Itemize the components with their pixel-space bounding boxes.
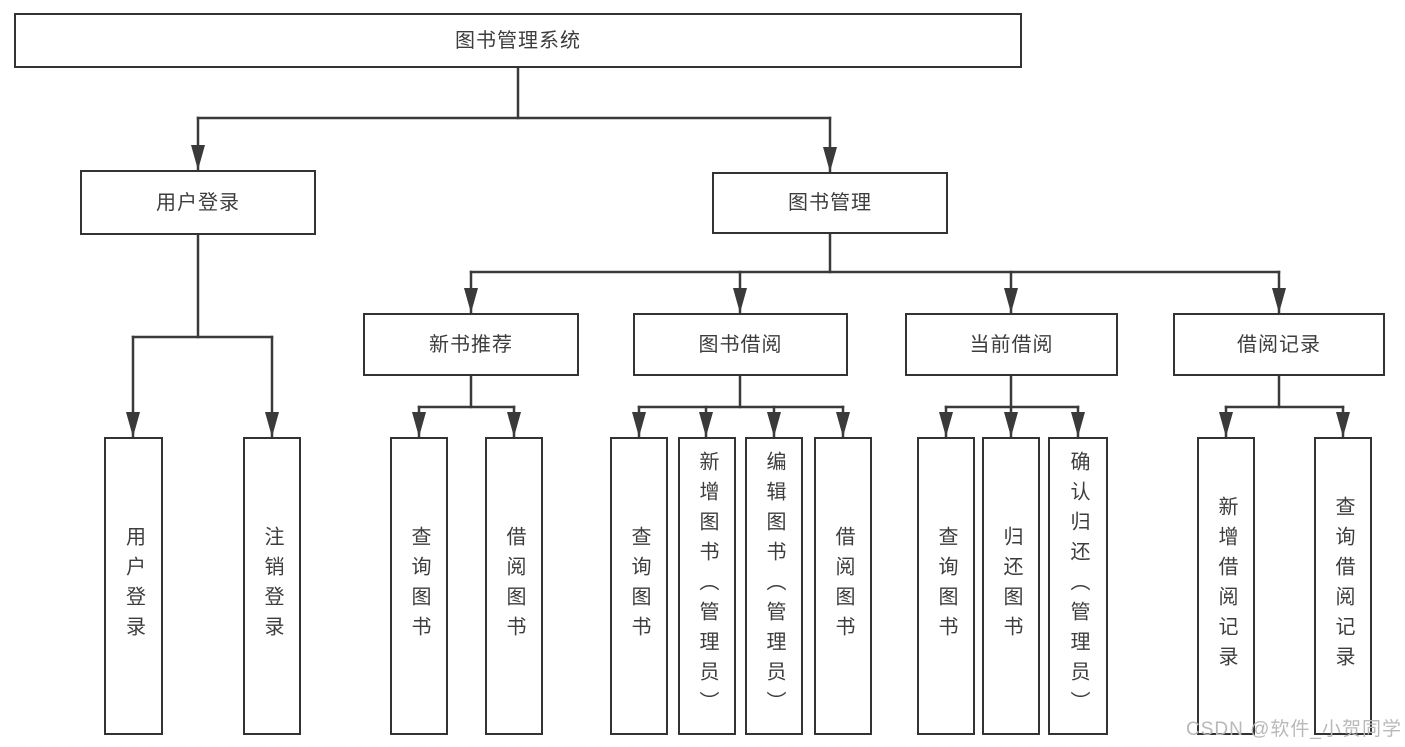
node-borrowing-records: 借阅记录 <box>1173 313 1385 376</box>
watermark: CSDN @软件_小贺同学 <box>1186 719 1402 740</box>
node-label: 图书管理 <box>788 192 872 214</box>
leaf-add-borrow-record: 新增借阅记录 <box>1197 437 1255 735</box>
leaf-confirm-return-admin: 确认归还（管理员） <box>1048 437 1108 735</box>
node-label: 图书管理系统 <box>455 29 581 52</box>
node-label: 借阅记录 <box>1237 333 1321 356</box>
leaf-label: 借阅图书 <box>832 526 854 646</box>
leaf-borrow-books-1: 借阅图书 <box>485 437 543 735</box>
leaf-edit-book-admin: 编辑图书（管理员） <box>745 437 803 735</box>
node-new-book-recommend: 新书推荐 <box>363 313 579 376</box>
node-label: 用户登录 <box>156 191 240 214</box>
node-label: 当前借阅 <box>969 333 1054 356</box>
leaf-label: 借阅图书 <box>503 526 525 646</box>
leaf-label: 查询图书 <box>628 526 650 646</box>
leaf-query-borrow-record: 查询借阅记录 <box>1314 437 1372 735</box>
leaf-label: 查询图书 <box>935 526 957 646</box>
leaf-label: 确认归还（管理员） <box>1067 451 1089 721</box>
leaf-label: 编辑图书（管理员） <box>763 451 785 721</box>
leaf-logout: 注销登录 <box>243 437 301 735</box>
leaf-label: 查询图书 <box>408 526 430 646</box>
leaf-borrow-books-2: 借阅图书 <box>814 437 872 735</box>
leaf-query-books-2: 查询图书 <box>610 437 668 735</box>
node-label: 新书推荐 <box>429 333 513 356</box>
node-label: 图书借阅 <box>698 333 783 356</box>
connector-group <box>126 66 1350 438</box>
node-current-borrowing: 当前借阅 <box>905 313 1118 376</box>
leaf-add-book-admin: 新增图书（管理员） <box>678 437 736 735</box>
leaf-label: 新增图书（管理员） <box>696 451 718 721</box>
node-user-login: 用户登录 <box>80 170 316 235</box>
leaf-label: 用户登录 <box>122 526 145 646</box>
leaf-return-book: 归还图书 <box>982 437 1040 735</box>
leaf-label: 归还图书 <box>1000 526 1022 646</box>
node-book-borrowing: 图书借阅 <box>633 313 848 376</box>
node-library-system: 图书管理系统 <box>14 13 1022 68</box>
leaf-query-books-1: 查询图书 <box>390 437 448 735</box>
leaf-label: 新增借阅记录 <box>1215 496 1237 676</box>
leaf-label: 查询借阅记录 <box>1332 496 1354 676</box>
leaf-label: 注销登录 <box>261 526 283 646</box>
leaf-query-books-3: 查询图书 <box>917 437 975 735</box>
node-book-management: 图书管理 <box>712 172 948 234</box>
leaf-user-login: 用户登录 <box>104 437 163 735</box>
